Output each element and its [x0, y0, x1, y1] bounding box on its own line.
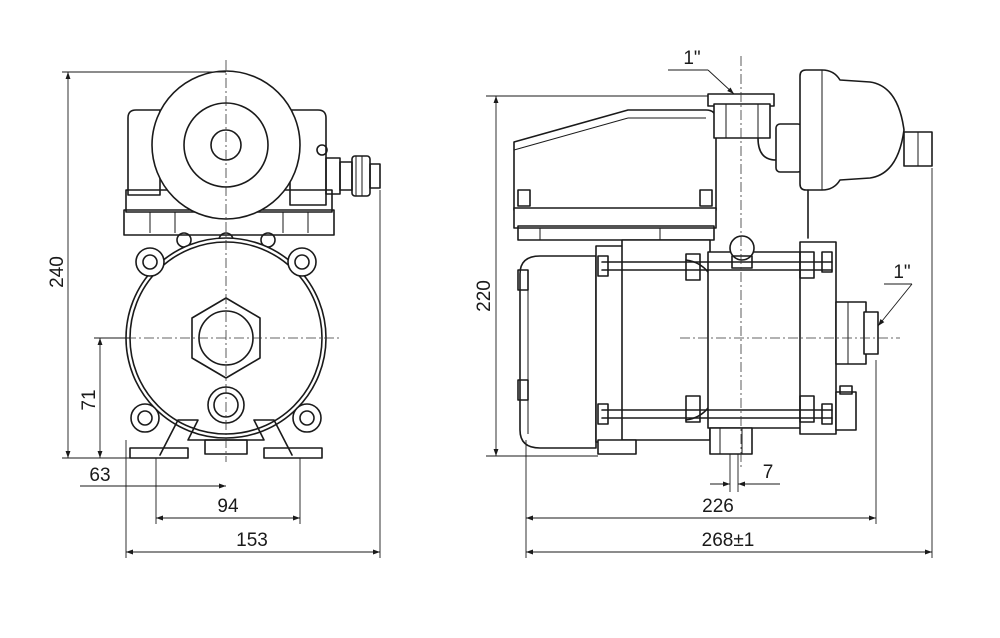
side-view [513, 56, 933, 470]
dim-total-length: 268±1 [702, 530, 755, 551]
dim-height-outlet: 71 [79, 389, 100, 410]
dim-offset-left: 63 [89, 465, 110, 486]
front-view-dimensions: 240 71 63 94 153 [47, 71, 381, 558]
dim-body-length: 226 [702, 496, 734, 517]
dim-outlet-thread: 1" [683, 48, 700, 69]
dim-height-total: 240 [47, 256, 68, 288]
dim-side-height: 220 [474, 280, 495, 312]
dim-mount-spacing: 94 [217, 496, 239, 517]
dim-inlet-thread: 1" [893, 262, 910, 283]
dim-foot-width: 7 [763, 462, 774, 483]
side-view-dimensions: 220 1" 1" 7 226 268±1 [474, 48, 933, 558]
pressure-switch-box [513, 109, 717, 211]
diaphragm-tank [799, 69, 905, 191]
motor-housing [519, 255, 597, 449]
dim-width-total: 153 [236, 530, 268, 551]
front-view [108, 60, 381, 462]
